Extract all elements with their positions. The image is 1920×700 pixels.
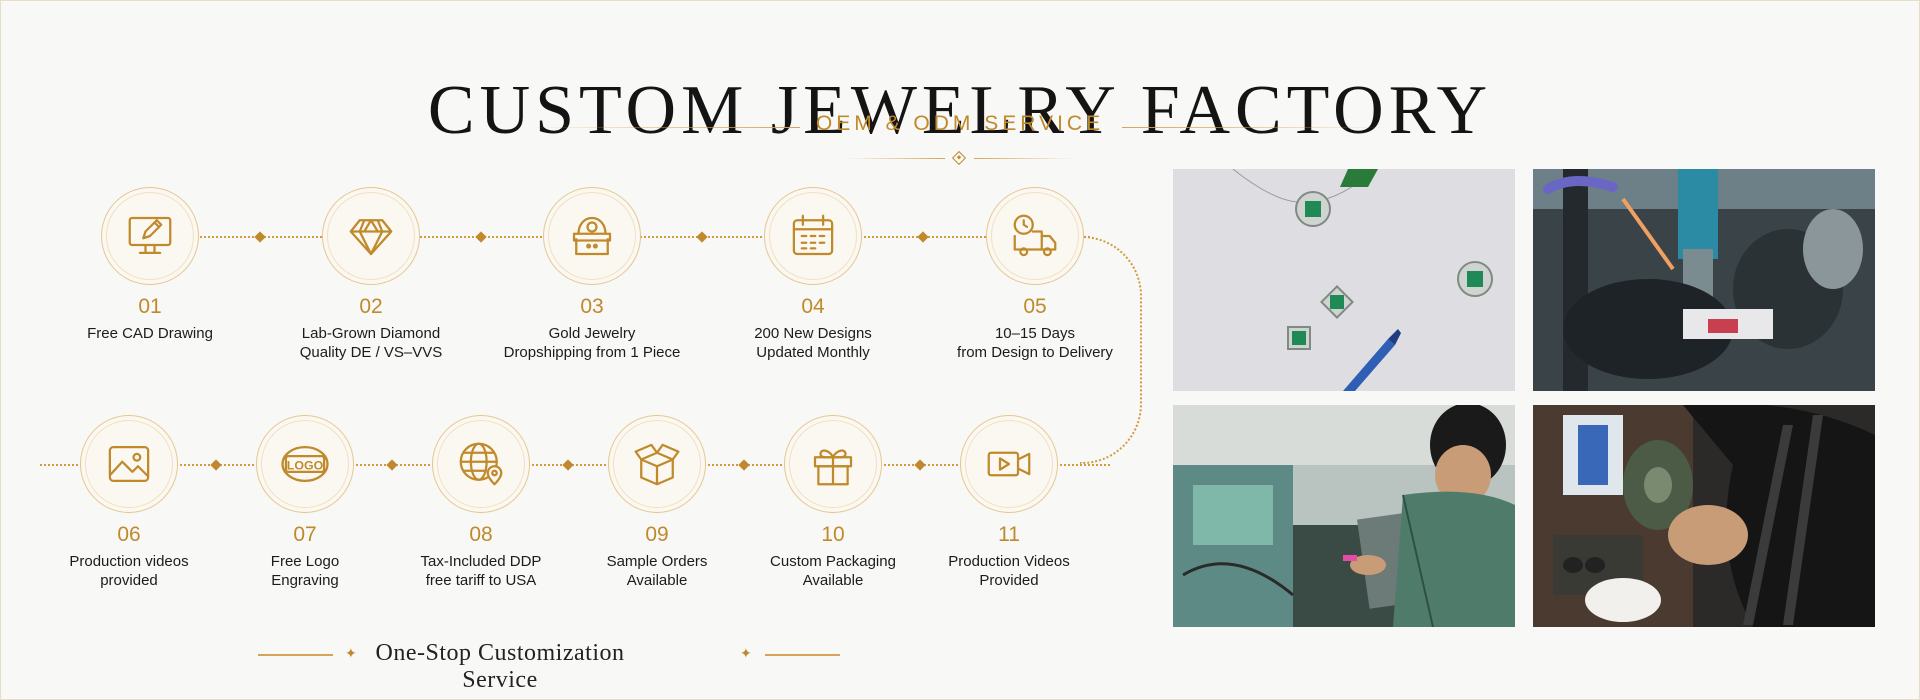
footer-tagline: One-Stop Customization Service <box>375 640 625 693</box>
step-number: 04 <box>801 295 825 318</box>
step-number: 08 <box>469 523 493 546</box>
connector-row1 <box>200 236 1090 238</box>
step-label: Free CAD Drawing <box>87 325 213 342</box>
page-title: CUSTOM JEWELRY FACTORY <box>427 71 1493 149</box>
step-number: 11 <box>998 523 1020 546</box>
step-icon-circle <box>101 187 199 285</box>
step-01: 01 Free CAD Drawing <box>55 187 245 343</box>
subtitle-rule-left <box>530 127 800 128</box>
gift-icon <box>813 449 853 486</box>
ornament-rule-left <box>845 158 945 159</box>
logo-badge-text: LOGO <box>287 459 324 473</box>
step-icon-circle <box>608 415 706 513</box>
calendar-icon <box>792 214 834 256</box>
photo-worker-grinding <box>1533 405 1875 627</box>
logo-badge-icon: LOGO <box>281 446 329 482</box>
step-icon-circle <box>986 187 1084 285</box>
step-number: 06 <box>117 523 141 546</box>
step-number: 10 <box>821 523 845 546</box>
step-number: 02 <box>359 295 383 318</box>
subtitle-rule-right <box>1122 127 1392 128</box>
video-camera-icon <box>987 451 1031 477</box>
step-number: 01 <box>138 295 162 318</box>
image-icon <box>108 446 150 482</box>
step-icon-circle: LOGO <box>256 415 354 513</box>
photo-cnc-machine <box>1533 169 1875 391</box>
connector-row2 <box>40 464 1110 466</box>
footer-sparkle-icon: ✦ <box>740 645 752 661</box>
step-number: 05 <box>1023 295 1047 318</box>
footer-rule-right <box>765 654 840 656</box>
open-box-icon <box>634 443 680 486</box>
globe-pin-icon <box>459 442 503 486</box>
delivery-truck-clock-icon <box>1013 214 1057 257</box>
step-icon-circle <box>322 187 420 285</box>
ornament-rule-right <box>974 158 1074 159</box>
step-icon-circle <box>764 187 862 285</box>
step-icon-circle <box>543 187 641 285</box>
photo-pendant-sketch <box>1173 169 1515 391</box>
step-icon-circle <box>432 415 530 513</box>
step-number: 09 <box>645 523 669 546</box>
step-icon-circle <box>784 415 882 513</box>
step-icon-circle <box>80 415 178 513</box>
step-number: 03 <box>580 295 604 318</box>
diamond-icon <box>349 219 393 256</box>
step-icon-circle <box>960 415 1058 513</box>
computer-pen-icon <box>128 216 172 254</box>
photo-worker-polishing <box>1173 405 1515 627</box>
footer-rule-left <box>258 654 333 656</box>
step-number: 07 <box>293 523 317 546</box>
page-subtitle: OEM & ODM SERVICE <box>815 112 1105 135</box>
ring-box-icon <box>572 216 612 256</box>
footer-sparkle-icon: ✦ <box>345 645 357 661</box>
